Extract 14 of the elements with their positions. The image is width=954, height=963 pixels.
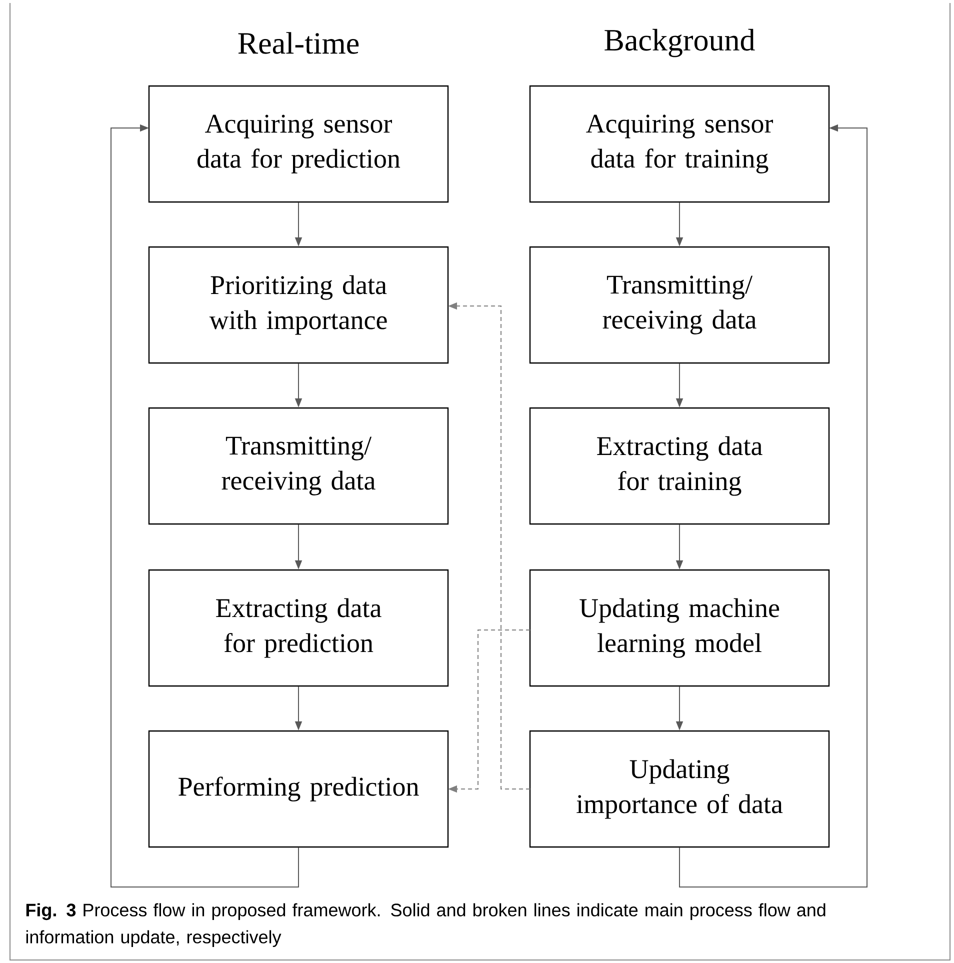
process-box: Acquiring sensor data for prediction xyxy=(148,85,449,203)
process-box: Performing prediction xyxy=(148,730,449,848)
process-box: Extracting data for prediction xyxy=(148,569,449,687)
process-box: Prioritizing data with importance xyxy=(148,246,449,364)
process-box: Transmitting/ receiving data xyxy=(529,246,830,364)
arrow xyxy=(110,124,299,888)
process-box: Extracting data for training xyxy=(529,407,830,525)
process-box: Updating importance of data xyxy=(529,730,830,848)
caption: Fig. 3 Process flow in proposed framework. Solid and broken lines indicate main process flow and information update, respectively xyxy=(26,903,826,947)
process-box: Updating machine learning model xyxy=(529,569,830,687)
process-box: Transmitting/ receiving data xyxy=(148,407,449,525)
column-heading: Background xyxy=(604,28,755,58)
process-box: Acquiring sensor data for training xyxy=(529,85,830,203)
column-heading: Real-time xyxy=(238,32,359,54)
